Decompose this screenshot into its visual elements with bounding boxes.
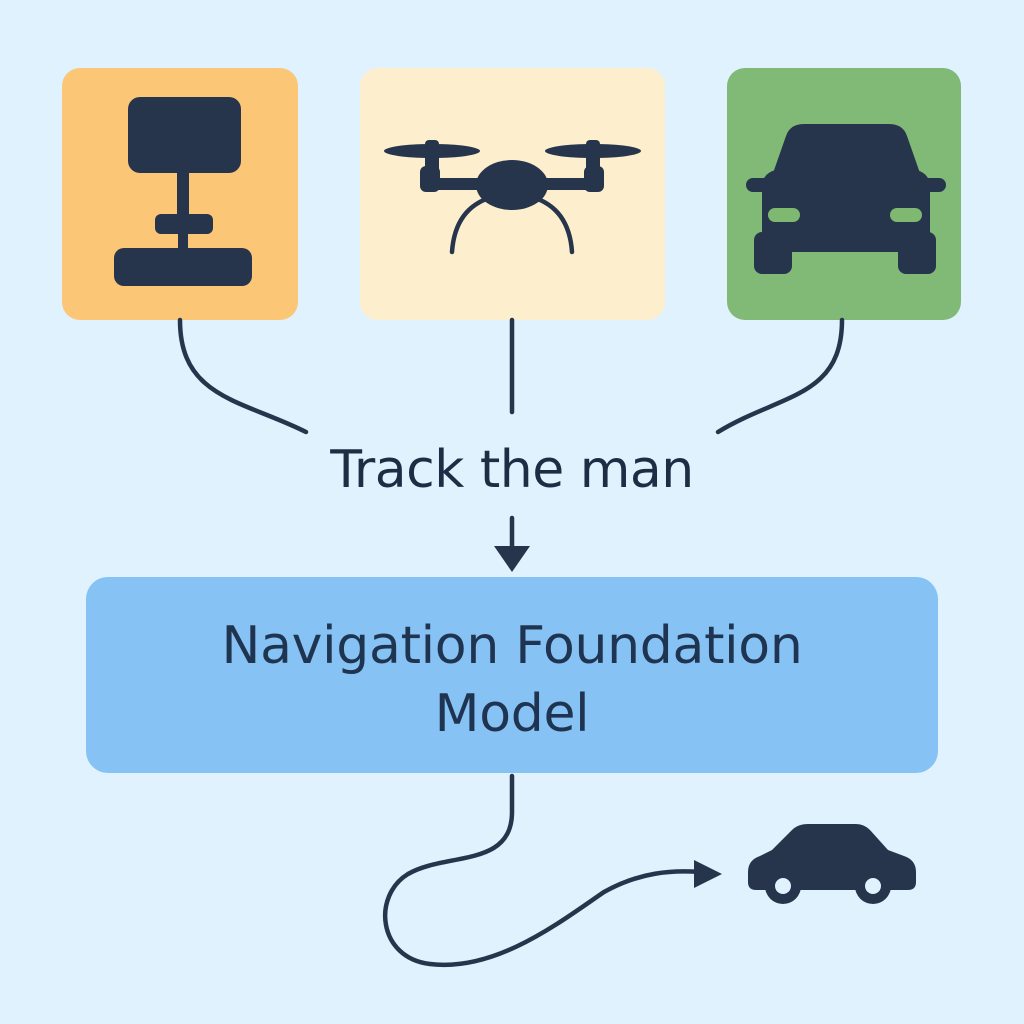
car-connector [715, 317, 845, 435]
robot-connector [177, 317, 309, 435]
drone-icon [384, 140, 641, 255]
model-title-line2: Model [434, 684, 590, 744]
input-connectors [177, 317, 845, 435]
drone-tile [360, 68, 665, 320]
model-box [86, 577, 938, 773]
instruction-text: Track the man [330, 440, 694, 500]
output-trajectory [383, 773, 722, 968]
model-title-line1: Navigation Foundation [221, 616, 803, 676]
car-side-icon [748, 824, 916, 904]
car-front-icon [746, 124, 946, 274]
model-title: Navigation Foundation Model [90, 612, 934, 748]
robot-arm-icon [114, 97, 252, 286]
car-tile [727, 68, 961, 320]
robot-tile [62, 68, 298, 320]
down-arrow [494, 515, 530, 572]
